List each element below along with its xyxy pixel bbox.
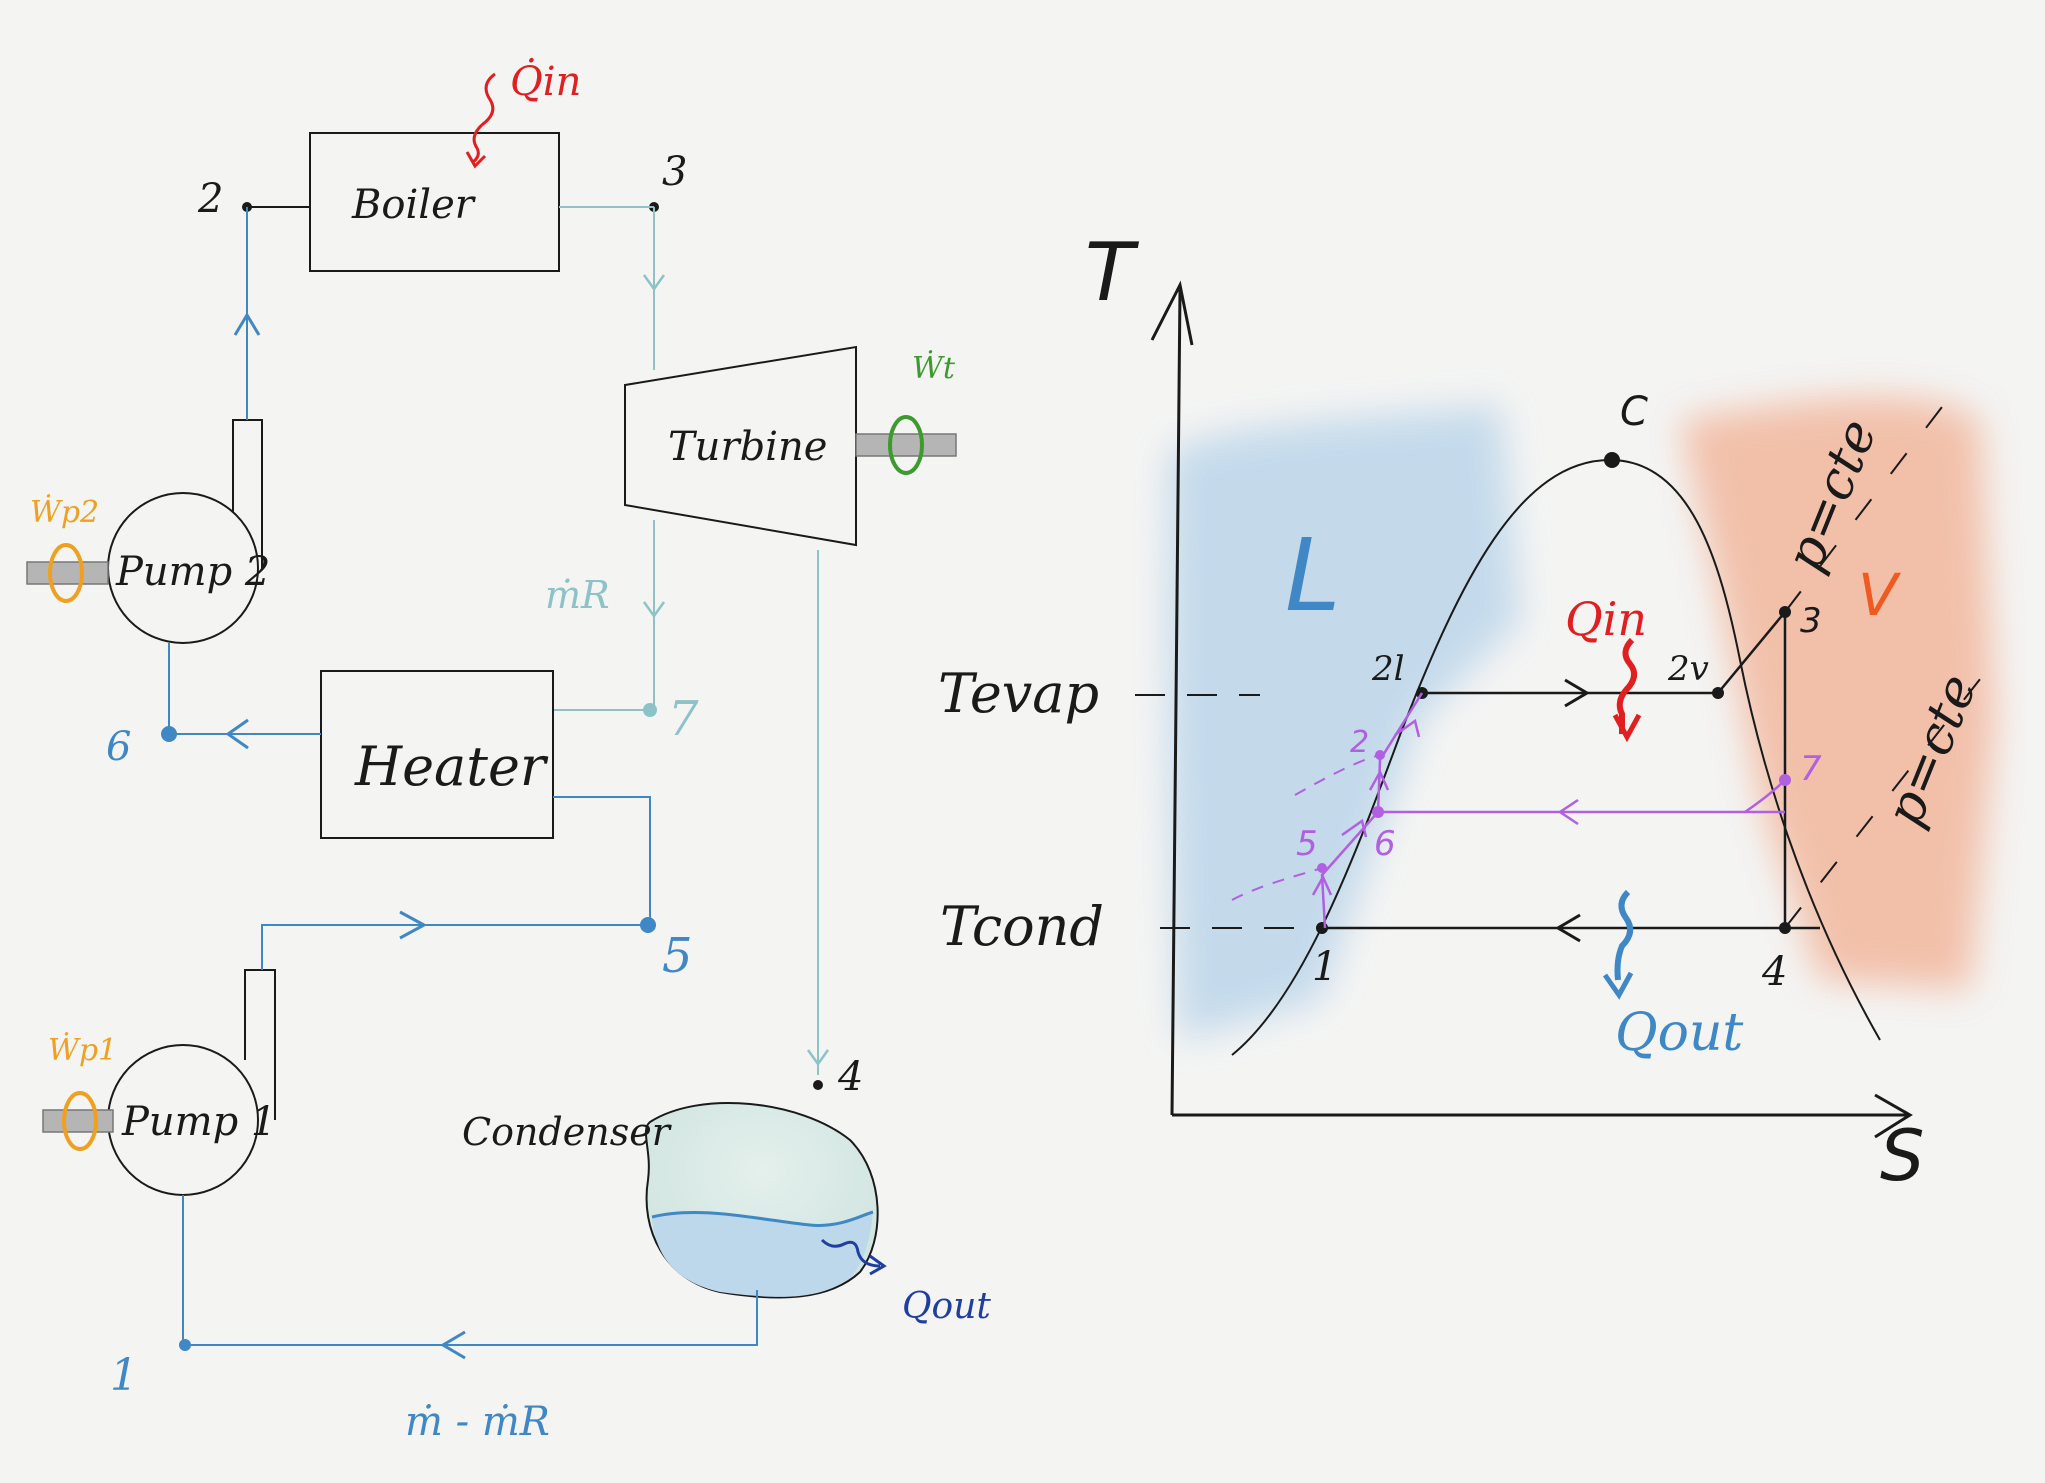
condenser-label: Condenser — [462, 1110, 673, 1154]
wp1-rotation-icon — [62, 1091, 98, 1151]
condenser-liquid — [652, 1212, 873, 1297]
tcond-label: Tcond — [940, 895, 1104, 958]
point-7 — [1779, 774, 1791, 786]
isobar-high — [1784, 389, 1956, 613]
node-3-label: 3 — [662, 149, 687, 195]
vapor-region — [1680, 396, 1995, 990]
point-5 — [1317, 863, 1327, 873]
node-4-label: 4 — [837, 1054, 863, 1100]
turbine-shaft — [855, 433, 957, 457]
turbine-label: Turbine — [668, 424, 827, 470]
qin-boiler-arrow — [472, 72, 496, 164]
node-4-dot — [813, 1080, 823, 1090]
node-1-dot — [179, 1339, 191, 1351]
wt-rotation-icon — [888, 415, 924, 475]
point-2l-label: 2l — [1371, 649, 1405, 689]
point-1-label: 1 — [1312, 944, 1337, 990]
point-2-label: 2 — [1350, 725, 1369, 760]
qin-boiler-label: Q̇in — [510, 58, 581, 105]
pump1-outlet — [244, 969, 276, 1120]
wp2-label: Ẇp2 — [30, 494, 99, 530]
heater-box — [320, 670, 554, 839]
critical-point — [1604, 452, 1620, 468]
pump1-label: Pump 1 — [121, 1099, 276, 1145]
node-6-label: 6 — [106, 724, 131, 770]
pump2-outlet — [232, 419, 263, 568]
boiler-box — [309, 132, 560, 272]
node-5-label: 5 — [662, 928, 693, 984]
ts-diagram: T S C Tevap Tcond 2l 2v 3 4 1 Qin — [938, 226, 1996, 1197]
qout-ts-label: Qout — [1615, 1003, 1743, 1063]
point-2v-label: 2v — [1667, 649, 1709, 689]
liquid-region-label: L — [1285, 517, 1341, 634]
qin-ts-label: Qin — [1565, 592, 1647, 646]
pump2-label: Pump 2 — [115, 549, 270, 595]
mr-label: ṁR — [545, 573, 610, 617]
tevap-label: Tevap — [938, 662, 1099, 725]
point-6 — [1372, 806, 1384, 818]
point-3-label: 3 — [1800, 601, 1822, 641]
qout-ts-arrow — [1614, 889, 1634, 981]
node-7-label: 7 — [668, 691, 699, 747]
mass-flow-label: ṁ - ṁR — [405, 1399, 550, 1445]
critical-label: C — [1620, 389, 1648, 435]
qin-ts-arrow — [1616, 637, 1638, 734]
wt-label: Ẇt — [912, 350, 956, 386]
vapor-region-label: V — [1858, 561, 1902, 629]
point-6-label: 6 — [1374, 824, 1396, 864]
t-axis — [1170, 289, 1182, 1116]
wp1-label: Ẇp1 — [48, 1032, 117, 1068]
qout-condenser-label: Qout — [902, 1286, 991, 1327]
node-2-label: 2 — [197, 176, 223, 222]
pump1-shaft — [42, 1109, 114, 1133]
node-1-label: 1 — [110, 1350, 138, 1401]
plant-schematic: Boiler Q̇in 2 3 Turbine Ẇt ṁR 7 4 — [26, 58, 991, 1445]
wp2-rotation-icon — [48, 543, 84, 603]
liquid-region — [1168, 405, 1520, 1040]
point-2 — [1375, 750, 1385, 760]
point-1 — [1316, 922, 1328, 934]
qout-condenser-arrow — [820, 1238, 881, 1268]
boiler-label: Boiler — [351, 182, 477, 228]
pump2-shaft — [26, 561, 109, 585]
turbine-shape — [624, 345, 857, 547]
point-4-label: 4 — [1761, 949, 1787, 995]
heater-label: Heater — [354, 735, 549, 798]
point-7-label: 7 — [1800, 749, 1822, 789]
point-5-label: 5 — [1296, 824, 1318, 864]
t-axis-label: T — [1085, 226, 1140, 319]
s-axis-label: S — [1880, 1115, 1924, 1197]
